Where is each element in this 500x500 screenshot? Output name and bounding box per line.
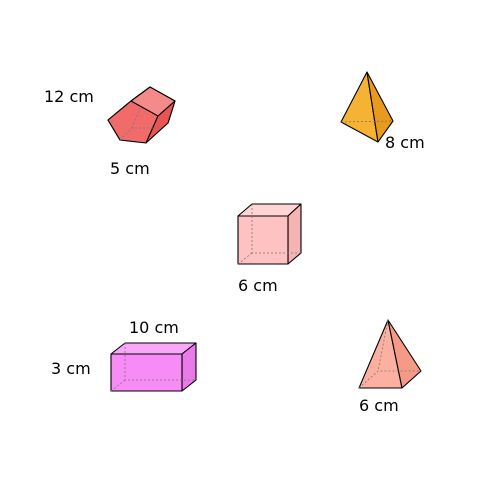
pentagonal-prism-right-face [145,100,176,144]
cube-front-face [237,215,289,265]
triangular-pyramid-label: 8 cm [385,133,425,152]
triangular-pyramid-right-face [366,71,394,143]
triangular-pyramid: 8 cm [340,71,425,152]
pentagonal-prism-label-length: 12 cm [44,87,94,106]
square-pyramid: 6 cm [358,319,422,415]
cube-hidden-edge-2 [237,252,253,265]
square-pyramid-hidden-edge-2 [377,319,389,372]
cube-label: 6 cm [238,276,278,295]
rectangular-prism-hidden-edge-2 [110,379,126,392]
square-pyramid-label: 6 cm [359,396,399,415]
pentagonal-prism-hidden-edge-2 [131,107,141,129]
rectangular-prism-front-face [110,353,183,392]
triangular-pyramid-hidden-edge [340,120,394,123]
rectangular-prism-label-length: 10 cm [129,318,179,337]
square-pyramid-hidden-edges [358,370,421,389]
pentagonal-prism: 12 cm 5 cm [44,86,176,178]
rectangular-prism: 10 cm 3 cm [51,318,197,392]
rectangular-prism-label-height: 3 cm [51,359,91,378]
pentagonal-prism-label-side: 5 cm [110,159,150,178]
cube: 6 cm [237,203,302,295]
